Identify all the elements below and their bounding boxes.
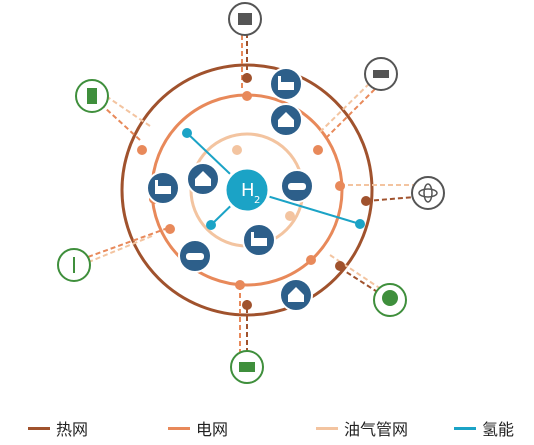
- hub-label-sub: 2: [254, 195, 260, 206]
- legend-heat-swatch: [28, 426, 50, 430]
- legend: 热网 电网 油气管网 氢能: [0, 416, 534, 444]
- factory-icon: [269, 67, 303, 101]
- factory-icon: [242, 223, 276, 257]
- legend-gas-label: 油气管网: [344, 420, 409, 439]
- oil-rig-icon: [228, 2, 262, 36]
- car-icon: [178, 239, 212, 273]
- legend-hydrogen-label: 氢能: [482, 420, 515, 439]
- legend-power-swatch: [168, 426, 190, 430]
- legend-gas-swatch: [316, 426, 338, 430]
- legend-power: 电网: [168, 416, 228, 440]
- house-icon: [269, 103, 303, 137]
- battery-icon: [75, 79, 109, 113]
- hydrogen-hub: H 2: [223, 166, 271, 214]
- hydrogen-nodes: [182, 128, 365, 230]
- house-icon: [279, 278, 313, 312]
- ring-junctions: [137, 73, 371, 310]
- house-icon: [186, 162, 220, 196]
- legend-heat-label: 热网: [56, 420, 89, 439]
- legend-heat: 热网: [28, 416, 88, 440]
- outer-nodes: [57, 2, 445, 384]
- tree-icon: [373, 283, 407, 317]
- wind-turbine-icon: [57, 248, 91, 282]
- hub-label: H: [241, 180, 255, 201]
- legend-hydrogen: 氢能: [454, 416, 514, 440]
- legend-power-label: 电网: [196, 420, 229, 439]
- legend-gas: 油气管网: [316, 416, 408, 440]
- atom-icon: [411, 176, 445, 210]
- coal-cart-icon: [364, 57, 398, 91]
- factory-icon: [146, 171, 180, 205]
- car-icon: [280, 169, 314, 203]
- legend-hydrogen-swatch: [454, 426, 476, 430]
- solar-panel-icon: [230, 350, 264, 384]
- inner-nodes: [146, 67, 314, 312]
